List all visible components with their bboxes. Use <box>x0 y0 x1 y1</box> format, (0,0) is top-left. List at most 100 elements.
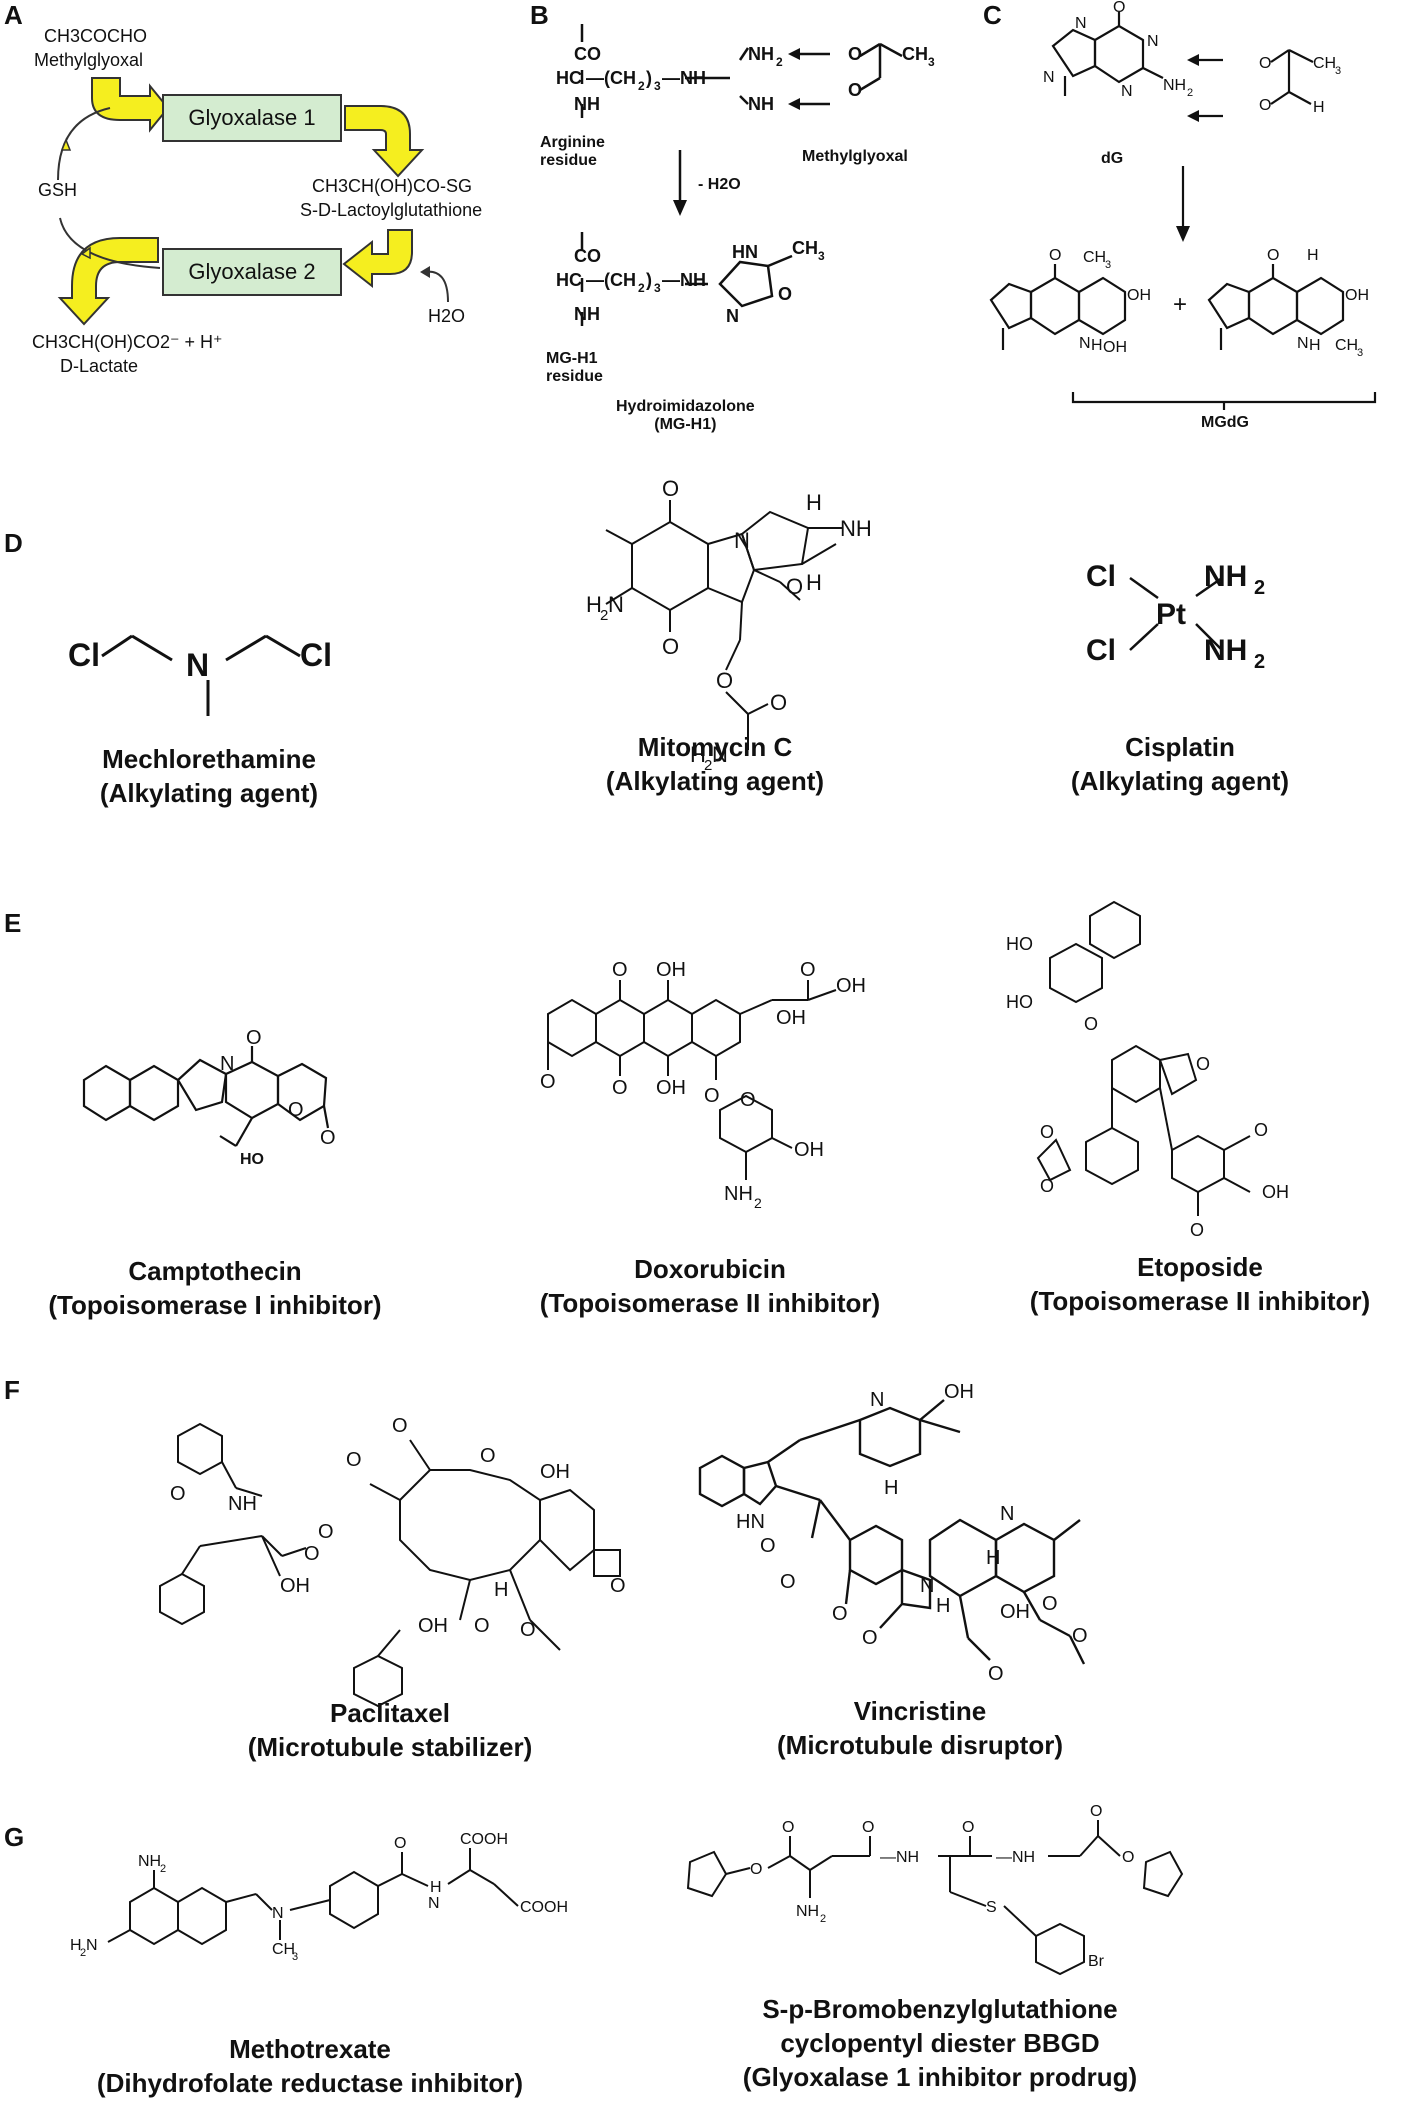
mechlorethamine-class: (Alkylating agent) <box>99 778 319 808</box>
paclitaxel-caption: Paclitaxel (Microtubule stabilizer) <box>200 1696 580 1764</box>
svg-text:NH: NH <box>1204 634 1247 667</box>
svg-text:H: H <box>1313 99 1325 116</box>
svg-text:Cl: Cl <box>1086 560 1116 593</box>
svg-text:O: O <box>1040 1176 1054 1196</box>
svg-text:O: O <box>1040 1122 1054 1142</box>
svg-text:O: O <box>780 1571 796 1593</box>
svg-text:NH: NH <box>840 516 872 541</box>
svg-text:O: O <box>716 668 733 693</box>
svg-text:2: 2 <box>160 1863 166 1875</box>
svg-text:H: H <box>986 1547 1000 1569</box>
svg-text:2: 2 <box>1254 651 1265 673</box>
lactate-formula: CH3CH(OH)CO2⁻ + H⁺ <box>32 332 223 352</box>
doxorubicin-class: (Topoisomerase II inhibitor) <box>539 1288 881 1318</box>
svg-text:N: N <box>1121 83 1133 100</box>
svg-text:O: O <box>1122 1849 1134 1866</box>
svg-text:O: O <box>288 1099 304 1121</box>
svg-text:HO: HO <box>240 1151 264 1168</box>
svg-text:O: O <box>612 1077 628 1099</box>
hydroimidazolone-label: Hydroimidazolone (MG-H1) <box>616 398 755 433</box>
svg-text:O: O <box>1254 1120 1268 1140</box>
panel-letter-g: G <box>4 1822 25 1852</box>
svg-text:3: 3 <box>654 281 661 295</box>
svg-text:OH: OH <box>280 1575 310 1597</box>
svg-text:O: O <box>1259 55 1271 72</box>
svg-text:O: O <box>1042 1593 1058 1615</box>
methotrexate-caption: Methotrexate (Dihydrofolate reductase in… <box>40 2032 580 2100</box>
svg-text:O: O <box>1196 1054 1210 1074</box>
svg-text:N: N <box>712 742 728 767</box>
svg-text:CH: CH <box>1313 55 1336 72</box>
panel-letter-b: B <box>530 0 549 30</box>
svg-text:O: O <box>1049 247 1061 264</box>
dg-label: dG <box>1101 150 1124 167</box>
svg-text:2: 2 <box>754 1195 762 1211</box>
svg-text:O: O <box>862 1627 878 1649</box>
svg-text:Br: Br <box>1088 1953 1105 1970</box>
svg-text:HN: HN <box>736 1511 765 1533</box>
bbgd-class: (Glyoxalase 1 inhibitor prodrug) <box>742 2062 1138 2092</box>
svg-text:COOH: COOH <box>520 1899 568 1916</box>
svg-text:H: H <box>936 1595 950 1617</box>
yellow-arrow-out <box>57 237 159 326</box>
svg-text:O: O <box>786 574 803 599</box>
svg-text:N: N <box>428 1895 440 1912</box>
etoposide-caption: Etoposide (Topoisomerase II inhibitor) <box>990 1250 1410 1318</box>
svg-text:OH: OH <box>944 1381 974 1403</box>
svg-text:NH: NH <box>1163 77 1186 94</box>
svg-text:O: O <box>346 1449 362 1471</box>
methotrexate-structure <box>107 1848 519 1946</box>
svg-text:H: H <box>690 742 706 767</box>
yellow-arrow-left <box>342 229 413 289</box>
svg-text:N: N <box>870 1389 884 1411</box>
panel-letter-e: E <box>4 908 22 938</box>
camptothecin-class: (Topoisomerase I inhibitor) <box>48 1290 382 1320</box>
svg-text:N: N <box>272 1905 284 1922</box>
svg-text:N: N <box>186 647 209 683</box>
svg-text:O: O <box>320 1127 336 1149</box>
camptothecin-name: Camptothecin <box>128 1256 302 1286</box>
svg-text:O: O <box>474 1615 490 1637</box>
svg-text:O: O <box>800 959 816 981</box>
svg-text:N: N <box>86 1937 98 1954</box>
svg-text:CH: CH <box>272 1941 295 1958</box>
svg-text:CO: CO <box>574 44 601 64</box>
gsh-arrow-up <box>57 107 111 181</box>
svg-text:H: H <box>430 1879 442 1896</box>
svg-text:O: O <box>520 1619 536 1641</box>
yellow-arrow-right <box>344 105 425 178</box>
svg-text:N: N <box>1043 69 1055 86</box>
svg-text:HO: HO <box>1006 992 1033 1012</box>
svg-text:O: O <box>610 1575 626 1597</box>
cisplatin-caption: Cisplatin (Alkylating agent) <box>1030 730 1330 798</box>
svg-text:O: O <box>962 1819 974 1836</box>
svg-text:3: 3 <box>818 249 825 263</box>
svg-text:OH: OH <box>1262 1182 1289 1202</box>
svg-text:N: N <box>608 592 624 617</box>
svg-text:HN: HN <box>732 242 758 262</box>
svg-text:CH: CH <box>1083 249 1106 266</box>
methylglyoxal-label: Methylglyoxal <box>34 50 144 70</box>
svg-text:O: O <box>988 1663 1004 1685</box>
svg-text:2: 2 <box>776 55 783 69</box>
svg-text:N: N <box>1079 335 1091 352</box>
svg-text:H: H <box>884 1477 898 1499</box>
svg-text:H: H <box>494 1579 508 1601</box>
svg-text:NH: NH <box>748 94 774 114</box>
svg-text:O: O <box>1084 1014 1098 1034</box>
minus-water-label: - H2O <box>698 176 741 193</box>
yellow-arrow-in <box>91 77 170 133</box>
mitomycin-class: (Alkylating agent) <box>605 766 825 796</box>
svg-text:2: 2 <box>638 281 645 295</box>
methylglyoxal-formula: CH3COCHO <box>44 26 148 46</box>
svg-text:3: 3 <box>1335 65 1341 77</box>
bbgd-name2: cyclopentyl diester BBGD <box>780 2028 1100 2058</box>
svg-text:): ) <box>646 270 652 290</box>
svg-text:—NH: —NH <box>996 1849 1035 1866</box>
svg-text:CH: CH <box>792 238 818 258</box>
lactoylglutathione-formula: CH3CH(OH)CO-SG <box>312 176 472 196</box>
panel-letter-a: A <box>4 0 23 30</box>
svg-text:HC: HC <box>556 270 582 290</box>
